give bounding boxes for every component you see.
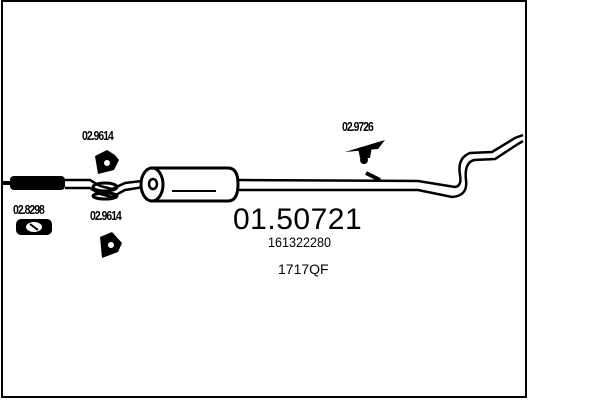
main-part-number: 01.50721 bbox=[233, 203, 363, 236]
frame bbox=[1, 0, 527, 398]
part-number-label: 02.9614 bbox=[82, 128, 114, 143]
hanger-bracket-icon bbox=[345, 140, 385, 164]
clamp-icon bbox=[16, 219, 52, 235]
flex-pipe bbox=[2, 176, 65, 190]
rubber-mount-icon bbox=[100, 232, 122, 258]
part-number-label: 02.8298 bbox=[13, 202, 45, 217]
reference-number: 1717QF bbox=[278, 261, 329, 277]
oe-number: 161322280 bbox=[268, 234, 332, 250]
part-number-label: 02.9614 bbox=[90, 208, 122, 223]
rear-pipe bbox=[237, 133, 524, 199]
front-pipe bbox=[65, 178, 151, 199]
rubber-mount-icon bbox=[95, 150, 119, 174]
middle-silencer bbox=[139, 166, 240, 203]
part-number-label: 02.9726 bbox=[342, 119, 374, 134]
